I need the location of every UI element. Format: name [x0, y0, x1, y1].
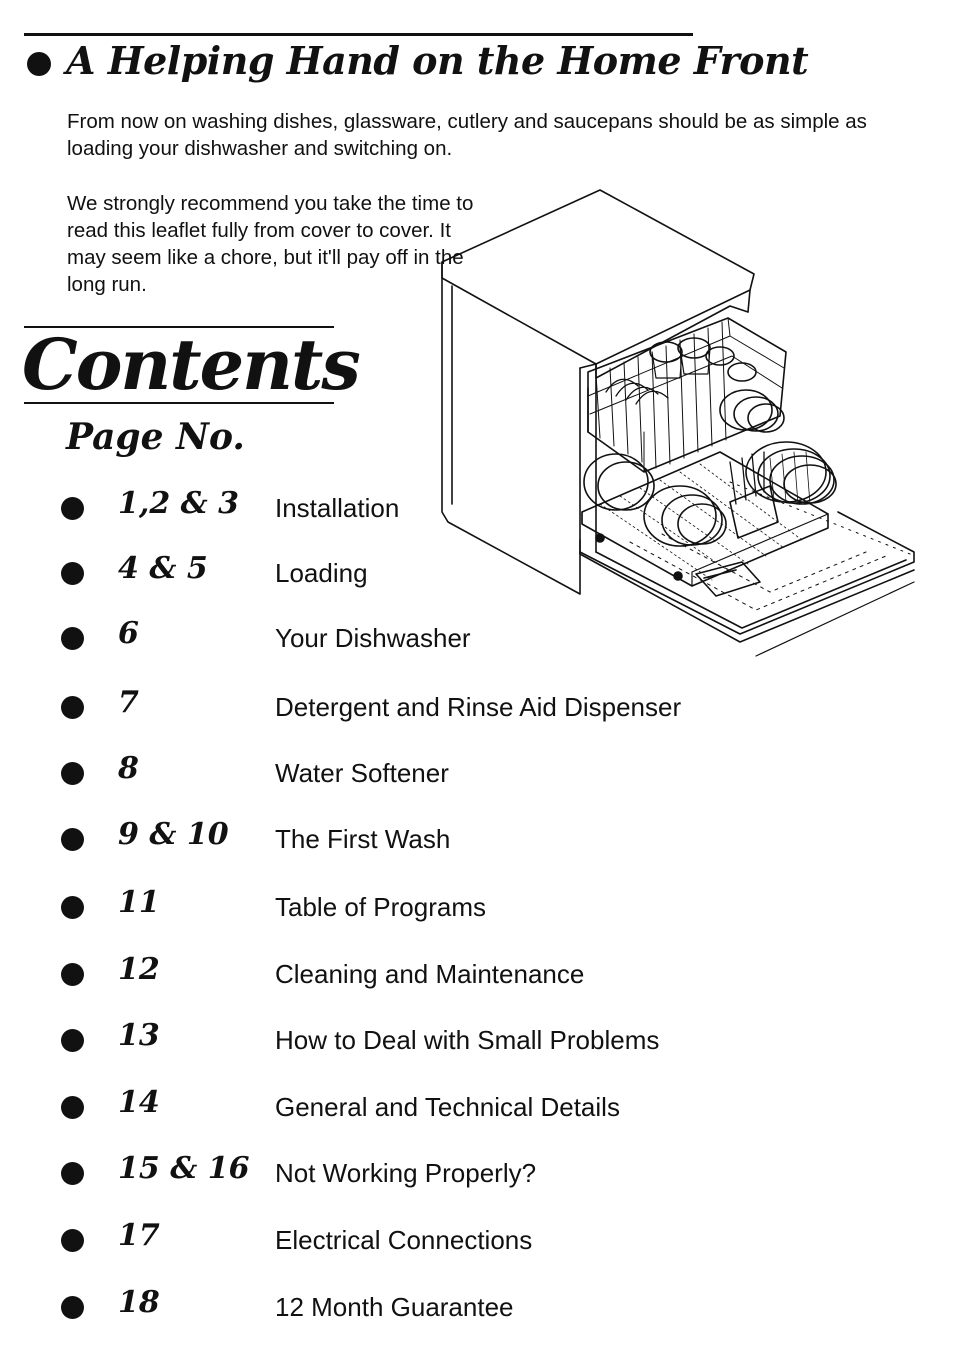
header-bullet	[27, 52, 51, 76]
toc-item: 8 Water Softener	[0, 752, 954, 792]
toc-page-number: 7	[118, 685, 139, 720]
bullet-icon	[61, 1096, 84, 1119]
toc-item: 15 & 16 Not Working Properly?	[0, 1152, 954, 1192]
bullet-icon	[61, 762, 84, 785]
toc-page-number: 17	[118, 1218, 160, 1253]
bullet-icon	[61, 696, 84, 719]
contents-rule-top	[24, 326, 334, 328]
toc-entry-title: General and Technical Details	[275, 1092, 620, 1122]
toc-entry-title: Detergent and Rinse Aid Dispenser	[275, 692, 682, 722]
bullet-icon	[61, 627, 84, 650]
header-rule	[24, 33, 693, 36]
toc-page-number: 4 & 5	[118, 551, 208, 586]
toc-page-number: 9 & 10	[118, 817, 229, 852]
bullet-icon	[61, 896, 84, 919]
toc-page-number: 18	[118, 1285, 160, 1320]
bullet-icon	[61, 963, 84, 986]
toc-page-number: 8	[118, 751, 139, 786]
toc-item: 1,2 & 3 Installation	[0, 487, 954, 527]
toc-page-number: 6	[118, 616, 139, 651]
toc-page-number: 12	[118, 952, 160, 987]
bullet-icon	[61, 1029, 84, 1052]
toc-entry-title: Not Working Properly?	[275, 1158, 537, 1188]
bullet-icon	[61, 1296, 84, 1319]
toc-item: 4 & 5 Loading	[0, 552, 954, 592]
intro-paragraph: From now on washing dishes, glassware, c…	[67, 110, 867, 160]
toc-item: 17 Electrical Connections	[0, 1219, 954, 1259]
toc-entry-title: Your Dishwasher	[275, 623, 471, 653]
toc-entry-title: Electrical Connections	[275, 1225, 533, 1255]
dishwasher-icon	[441, 189, 915, 657]
toc-page-number: 14	[118, 1085, 160, 1120]
toc-page-number: 11	[118, 885, 160, 920]
bullet-icon	[61, 497, 84, 520]
contents-rule-bottom	[24, 402, 334, 404]
toc-entry-title: 12 Month Guarantee	[275, 1292, 514, 1322]
toc-page-number: 13	[118, 1018, 160, 1053]
toc-page-number: 1,2 & 3	[118, 486, 240, 521]
toc-page-number: 15 & 16	[118, 1151, 250, 1186]
bullet-icon	[61, 1229, 84, 1252]
recommendation-paragraph: We strongly recommend you take the time …	[67, 192, 474, 296]
toc-item: 14 General and Technical Details	[0, 1086, 954, 1126]
contents-title: Contents	[22, 323, 361, 406]
toc-item: 9 & 10 The First Wash	[0, 818, 954, 858]
page-heading: A Helping Hand on the Home Front	[66, 38, 809, 83]
toc-entry-title: How to Deal with Small Problems	[275, 1025, 660, 1055]
toc-entry-title: Water Softener	[275, 758, 449, 788]
toc-item: 11 Table of Programs	[0, 886, 954, 926]
toc-item: 13 How to Deal with Small Problems	[0, 1019, 954, 1059]
bullet-icon	[61, 1162, 84, 1185]
toc-entry-title: Cleaning and Maintenance	[275, 959, 585, 989]
bullet-icon	[61, 828, 84, 851]
bullet-icon	[61, 562, 84, 585]
toc-entry-title: The First Wash	[275, 824, 451, 854]
page-no-heading: Page No.	[66, 416, 245, 458]
toc-entry-title: Table of Programs	[275, 892, 486, 922]
toc-item: 12 Cleaning and Maintenance	[0, 953, 954, 993]
toc-item: 18 12 Month Guarantee	[0, 1286, 954, 1326]
toc-entry-title: Installation	[275, 493, 400, 523]
toc-entry-title: Loading	[275, 558, 368, 588]
toc-item: 6 Your Dishwasher	[0, 617, 954, 657]
toc-item: 7 Detergent and Rinse Aid Dispenser	[0, 686, 954, 726]
